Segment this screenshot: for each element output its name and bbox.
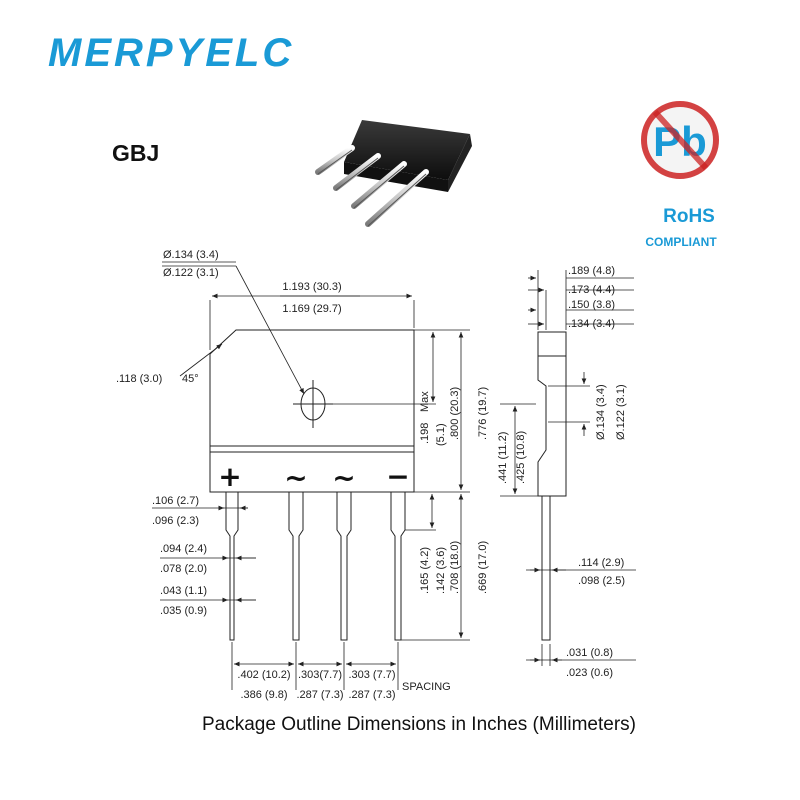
dim-lead-t-max: .043 (1.1): [160, 585, 207, 597]
side-dimension-lines: [500, 270, 636, 666]
rohs-subtitle: COMPLIANT: [645, 235, 717, 249]
dim-lead-len-c: .708 (18.0): [449, 541, 461, 594]
side-body-outline: [537, 331, 567, 497]
dim-chamfer-angle: 45°: [182, 373, 199, 385]
dim-lead-w2-max: .094 (2.4): [160, 543, 207, 555]
diagram-caption: Package Outline Dimensions in Inches (Mi…: [202, 714, 636, 735]
rohs-badge: Pb RoHS COMPLIANT: [641, 101, 719, 249]
dim-pitch3-max: .303 (7.7): [348, 669, 395, 681]
pin-label-ac1: ~: [284, 461, 307, 494]
dim-pitch2-min: .287 (7.3): [296, 689, 343, 701]
dim-side-tip-max: .031 (0.8): [566, 647, 613, 659]
pin-label-minus: −: [386, 460, 409, 493]
dim-side-thick-d: .134 (3.4): [568, 318, 615, 330]
dim-pitch3-min: .287 (7.3): [348, 689, 395, 701]
dim-hole-dia-min: Ø.122 (3.1): [163, 267, 219, 279]
dim-top-to-hole-note: Max: [419, 391, 431, 412]
dim-pitch1-max: .402 (10.2): [237, 669, 290, 681]
dim-side-hole-dia-max: Ø.134 (3.4): [595, 384, 607, 440]
dim-side-thick-a: .189 (4.8): [568, 265, 615, 277]
dim-side-thick-c: .150 (3.8): [568, 299, 615, 311]
brand-logo: MERPYELC: [48, 31, 294, 75]
pin-label-ac2: ~: [332, 461, 355, 494]
dim-body-width-max: 1.193 (30.3): [282, 281, 341, 293]
dim-spacing: SPACING: [402, 681, 451, 693]
dim-lead-w2-min: .078 (2.0): [160, 563, 207, 575]
dim-lead-w1-max: .106 (2.7): [152, 495, 199, 507]
dim-side-lead-min: .098 (2.5): [578, 575, 625, 587]
side-view: [537, 331, 567, 641]
dim-lead-len-d: .669 (17.0): [477, 541, 489, 594]
dim-body-width-min: 1.169 (29.7): [282, 303, 341, 315]
dim-side-thick-b: .173 (4.4): [568, 284, 615, 296]
dim-pitch2-max: .303(7.7): [298, 669, 342, 681]
front-leads: [225, 492, 406, 641]
dim-lead-len-a: .165 (4.2): [419, 547, 431, 594]
dim-lead-w1-min: .096 (2.3): [152, 515, 199, 527]
dim-side-tip-min: .023 (0.6): [566, 667, 613, 679]
dim-side-step-min: .425 (10.8): [515, 431, 527, 484]
pin-label-plus: +: [218, 460, 241, 493]
package-name: GBJ: [112, 140, 159, 166]
dim-top-to-hole-max: .198: [419, 423, 431, 444]
dim-side-step-max: .441 (11.2): [497, 432, 509, 484]
dim-chamfer: .118 (3.0): [116, 373, 162, 385]
side-lead: [541, 496, 551, 641]
dim-pitch1-min: .386 (9.8): [240, 689, 287, 701]
dim-lead-t-min: .035 (0.9): [160, 605, 207, 617]
dim-lead-len-b: .142 (3.6): [435, 547, 447, 594]
front-dimension-lines: [152, 261, 470, 690]
dim-top-to-hole-mm: (5.1): [435, 423, 447, 446]
dim-hole-dia-max: Ø.134 (3.4): [163, 249, 219, 261]
dim-body-height-min: .776 (19.7): [477, 387, 489, 440]
dim-side-lead-max: .114 (2.9): [578, 557, 624, 569]
product-photo: [315, 120, 472, 227]
dim-body-height-max: .800 (20.3): [449, 387, 461, 440]
rohs-title: RoHS: [663, 206, 715, 227]
dim-side-hole-dia-min: Ø.122 (3.1): [615, 384, 627, 440]
